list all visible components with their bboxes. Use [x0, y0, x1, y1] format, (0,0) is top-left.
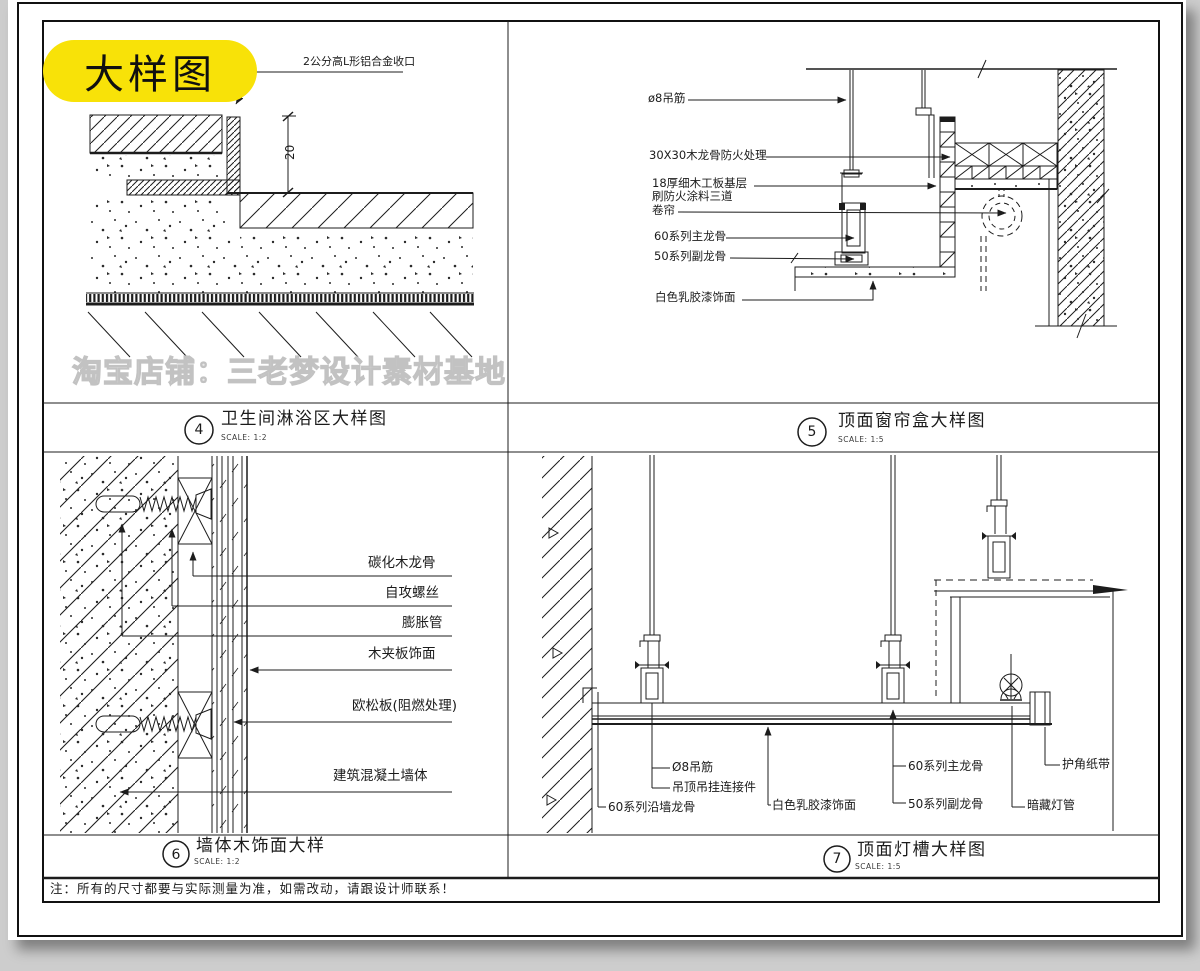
label-rod-7: Ø8吊筋 [672, 760, 714, 774]
label-main-keel-5: 60系列主龙骨 [654, 229, 727, 243]
highlight-badge: 大样图 [43, 40, 257, 102]
hidden-lamp [999, 654, 1023, 701]
blockboard-band [954, 142, 1058, 167]
label-wood-keel-5: 30X30木龙骨防火处理 [649, 148, 767, 162]
panel5-leaders [677, 96, 1007, 301]
sheet-note: 注：所有的尺寸都要与实际测量为准，如需改动，请跟设计师联系！ [50, 881, 456, 896]
label-sub-keel-7: 50系列副龙骨 [908, 797, 984, 811]
upper-shelf [934, 579, 1128, 831]
label-osb-6: 欧松板(阻燃处理) [352, 698, 458, 714]
hanger-rod-2 [915, 70, 935, 178]
label-hanger-7: 吊顶吊挂连接件 [672, 780, 757, 794]
label-paint-5: 白色乳胶漆饰面 [655, 290, 736, 304]
side-wall [542, 456, 592, 833]
panel7-title: 顶面灯槽大样图 [857, 840, 987, 860]
panel6-drawing [60, 456, 452, 833]
panel5-scale: SCALE: 1:5 [838, 435, 885, 444]
label-wall-6: 建筑混凝土墙体 [333, 768, 428, 784]
l-trim-vertical [226, 116, 241, 196]
ceiling-board [794, 266, 956, 278]
label-edge-keel-7: 60系列沿墙龙骨 [608, 800, 696, 814]
label-paint-7: 白色乳胶漆饰面 [772, 798, 857, 812]
l-trim-horizontal [126, 179, 241, 196]
edge-keel-profile [582, 687, 597, 703]
label-sub-keel-5: 50系列副龙骨 [654, 249, 727, 263]
dim-20: 20 [283, 144, 297, 160]
panel6-title: 墙体木饰面大样 [196, 836, 326, 856]
panel5-number: 5 [807, 424, 817, 440]
tile-band [89, 114, 223, 154]
trough-lip [1029, 691, 1051, 726]
panel7-leaders [597, 692, 1060, 808]
main-keel-section [839, 202, 866, 254]
panel5-drawing [677, 59, 1117, 339]
panel7-scale: SCALE: 1:5 [855, 862, 902, 871]
label-curtain-5: 卷帘 [652, 203, 675, 217]
label-rod-5: ø8吊筋 [648, 91, 686, 105]
hanger-assembly-2 [876, 455, 910, 704]
gypsum-band [954, 178, 1058, 190]
label-plywood-6: 木夹板饰面 [368, 646, 436, 662]
hanger-assembly-1 [635, 455, 669, 704]
panel4-number: 4 [194, 422, 204, 438]
slab-hatch [87, 311, 473, 358]
waterproof-band [86, 294, 474, 302]
anchor-screw-1 [95, 488, 212, 520]
label-main-keel-7: 60系列主龙骨 [908, 759, 984, 773]
panel4-drawing [86, 71, 474, 358]
edge-trim-leader [235, 71, 403, 105]
curtain-box-panel [939, 116, 956, 268]
roller-blind [980, 188, 1023, 291]
panel7-drawing [542, 455, 1128, 833]
label-base-board-5: 18厚细木工板基层 [652, 176, 748, 190]
keel-block-2 [177, 691, 213, 759]
panel5-title: 顶面窗帘盒大样图 [838, 411, 986, 431]
panel7-number: 7 [832, 851, 842, 867]
raised-floor [239, 192, 474, 229]
label-fire-paint-5: 刷防火涂料三道 [652, 189, 733, 203]
panel6-leaders [118, 523, 452, 796]
label-keel-6: 碳化木龙骨 [368, 555, 436, 571]
badge-label: 大样图 [84, 52, 216, 98]
dimension-20 [282, 111, 296, 198]
panel4-scale: SCALE: 1:2 [221, 433, 268, 442]
anchor-screw-2 [95, 708, 212, 740]
keel-block-1 [177, 477, 213, 545]
label-corner-tape-7: 护角纸带 [1062, 757, 1111, 771]
label-screw-6: 自攻螺丝 [385, 585, 439, 601]
hanger-assembly-3 [982, 455, 1016, 579]
label-edge-trim: 2公分高L形铝合金收口 [303, 55, 416, 68]
plywood-layers [212, 456, 248, 833]
wood-keel-band [954, 165, 1058, 180]
panel6-number: 6 [171, 847, 181, 863]
panel6-scale: SCALE: 1:2 [194, 857, 241, 866]
label-lamp-7: 暗藏灯管 [1027, 798, 1076, 812]
panel4-title: 卫生间淋浴区大样图 [221, 409, 388, 429]
label-anchor-6: 膨胀管 [402, 615, 443, 631]
sheet-borders [17, 2, 1183, 937]
watermark: 淘宝店铺：三老梦设计素材基地 [71, 355, 506, 390]
hanger-rod-1 [840, 70, 863, 205]
